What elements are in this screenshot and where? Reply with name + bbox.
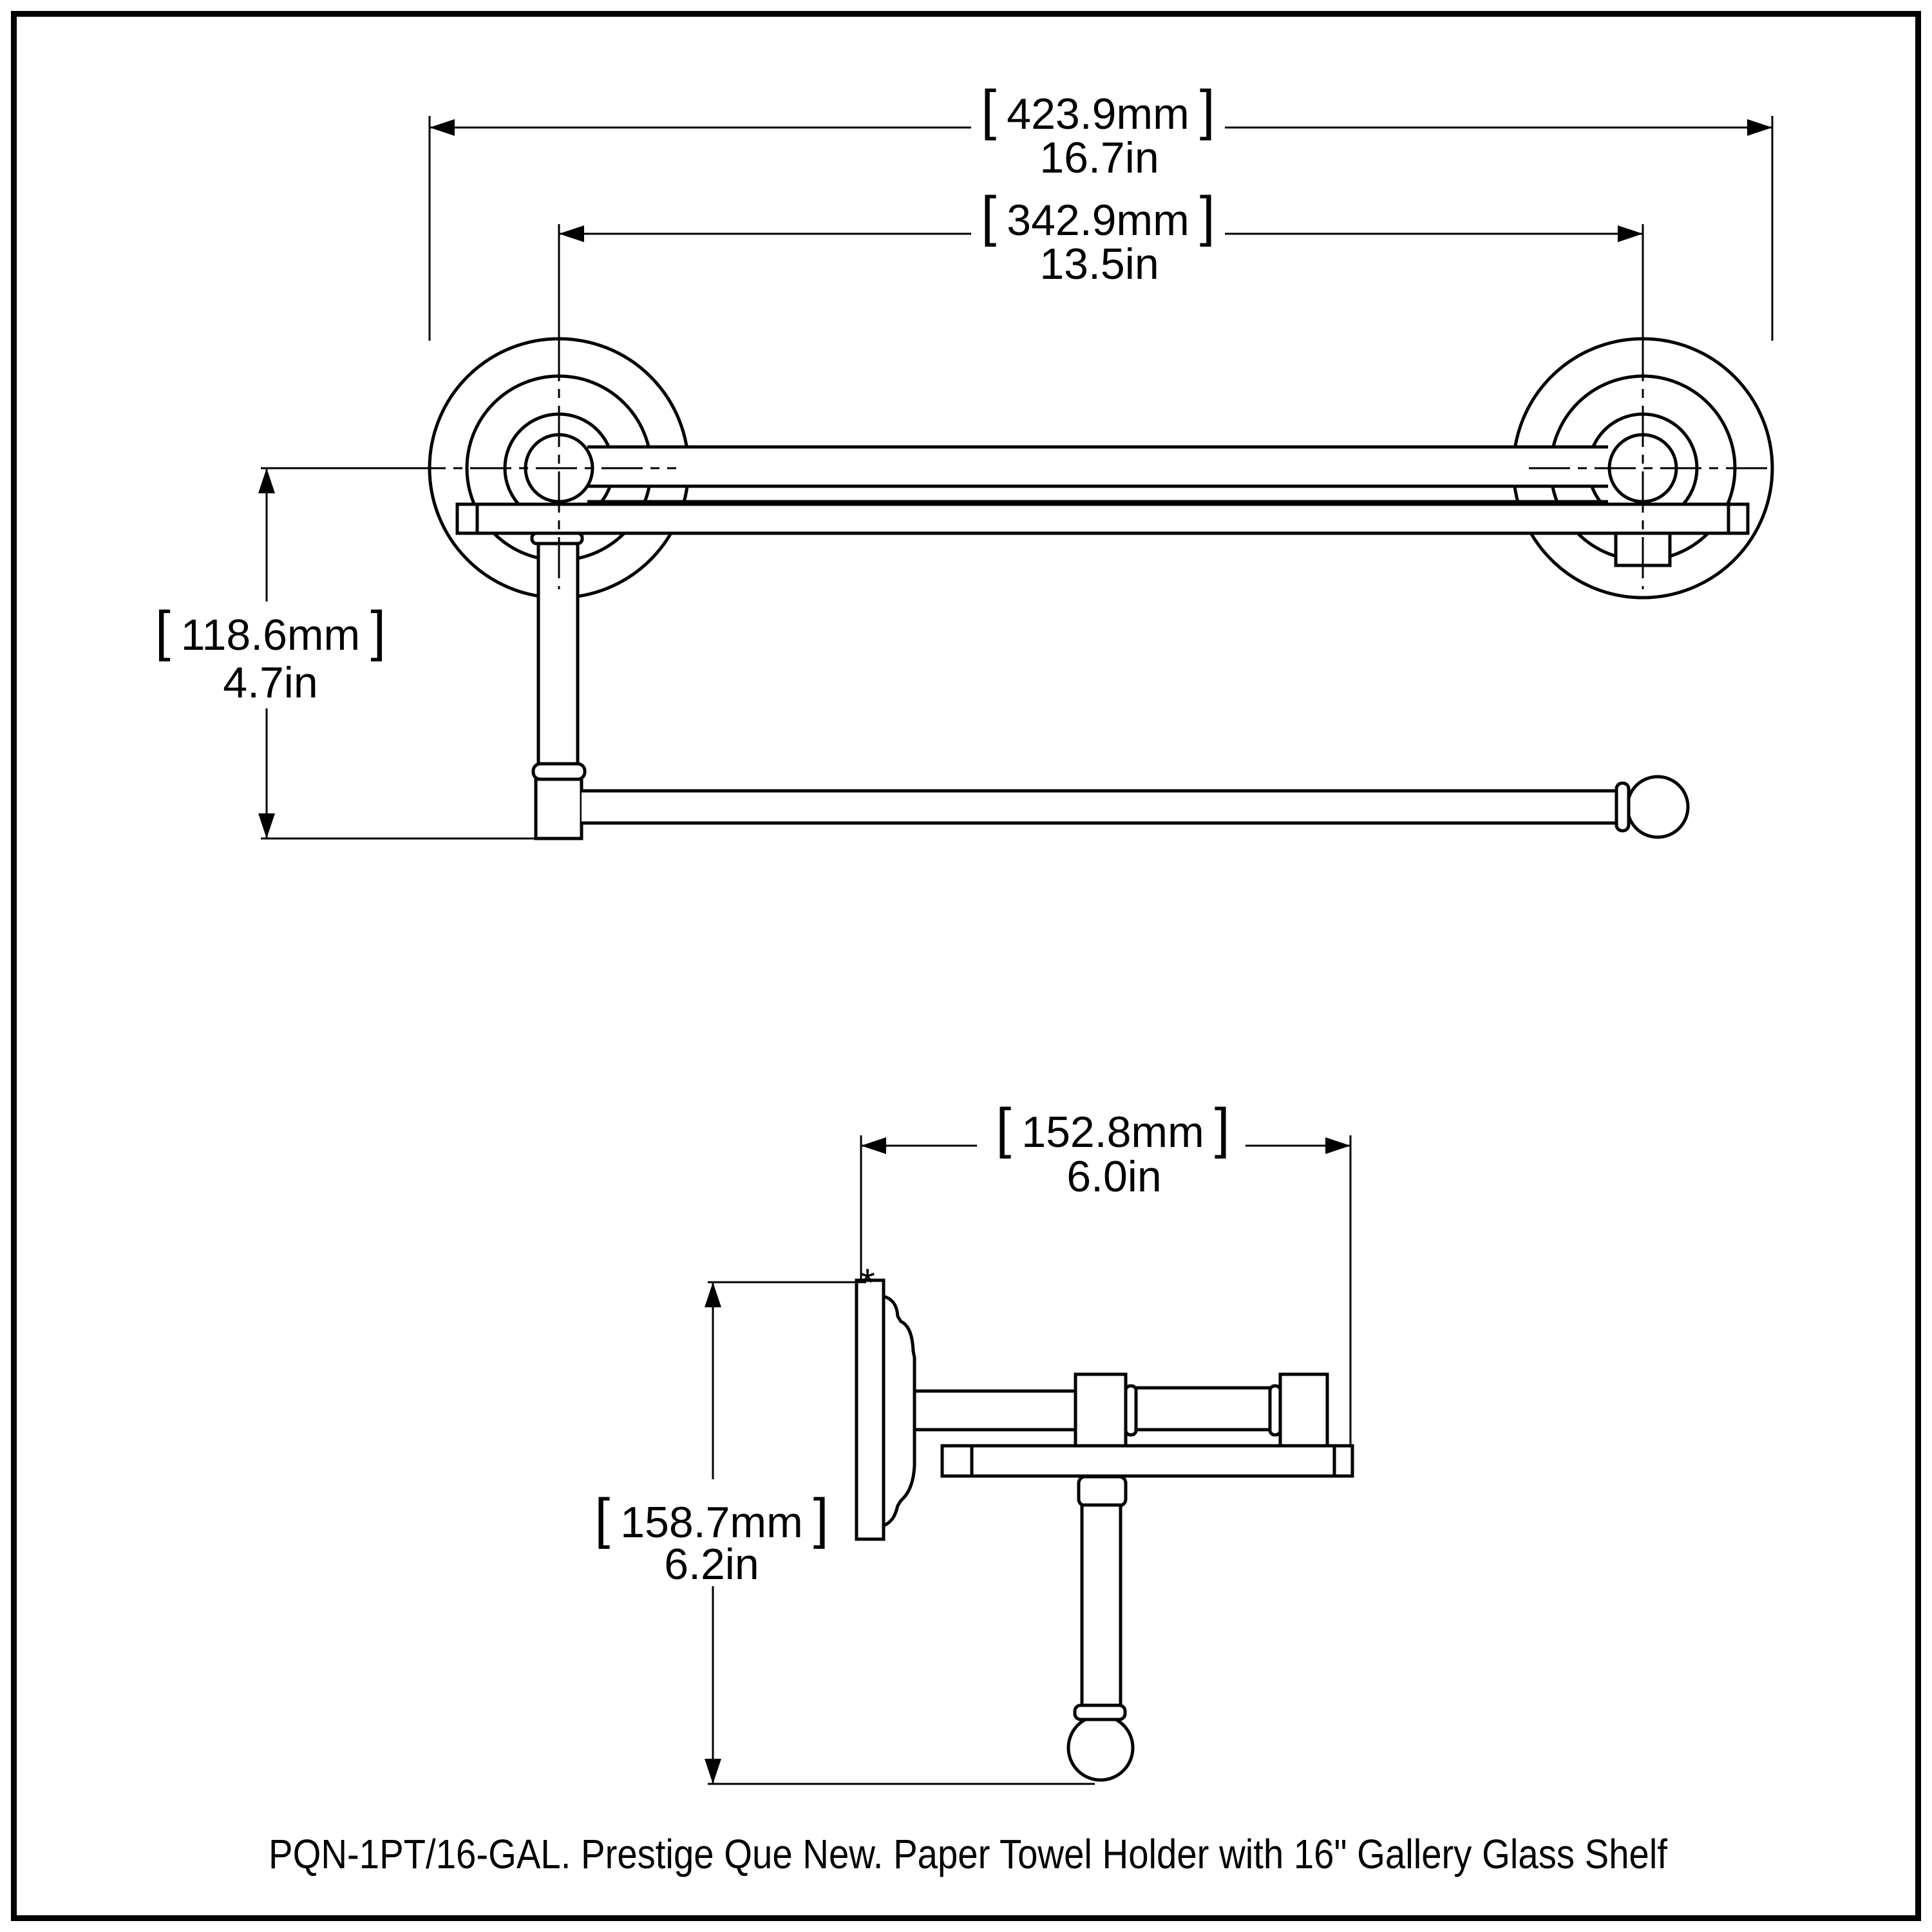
- ferrule: [534, 777, 583, 840]
- arrowhead-down: [258, 813, 275, 838]
- dim-depth-mm: [152.8mm]: [996, 1097, 1229, 1159]
- arrowhead-right: [1747, 119, 1772, 136]
- dim-overall-height-in: 6.2in: [664, 1540, 759, 1589]
- dimension-drop-height: [118.6mm] 4.7in: [155, 467, 537, 840]
- rail-arm-side: [912, 1389, 1077, 1432]
- dim-overall-height-mm: [158.7mm]: [594, 1488, 828, 1549]
- glass-shelf: [455, 502, 1750, 535]
- glass-shelf-edge: [940, 1444, 1354, 1478]
- paper-towel-holder-side: [1066, 1475, 1135, 1782]
- ball-finial-side: [1066, 1714, 1135, 1782]
- dim-post-spacing-mm: [342.9mm]: [981, 185, 1215, 247]
- roller-bar-body: [582, 791, 1618, 823]
- hanger-post-side: [1080, 1503, 1122, 1709]
- corner-asterisk-mark: *: [860, 1261, 875, 1304]
- dimension-post-spacing: [342.9mm] 13.5in: [558, 185, 1644, 340]
- ferrule-ring: [531, 762, 587, 781]
- dim-drop-height-mm: [118.6mm]: [155, 600, 386, 662]
- side-view-drawing: * [152.8mm] 6.0in [158.7mm] 6.2in: [594, 1097, 1354, 1785]
- post-top-collar-side: [1077, 1475, 1128, 1508]
- centerlines-front: [404, 340, 1767, 589]
- drawing-caption: PQN-1PT/16-GAL. Prestige Que New. Paper …: [269, 1831, 1667, 1877]
- gallery-rail-bar: [587, 445, 1608, 504]
- dim-depth-in: 6.0in: [1066, 1152, 1161, 1201]
- front-view-drawing: [423.9mm] 16.7in [342.9mm] 13.5in [118.6…: [155, 79, 1774, 840]
- front-post-block: [1074, 1372, 1128, 1451]
- rail-bar-side: [1134, 1386, 1272, 1432]
- dim-overall-width-in: 16.7in: [1039, 133, 1159, 182]
- rail-end-block: [1278, 1372, 1329, 1451]
- dim-post-spacing-in: 13.5in: [1039, 240, 1159, 289]
- dimension-overall-width: [423.9mm] 16.7in: [428, 79, 1774, 341]
- post-bottom-collar-side: [1073, 1703, 1127, 1721]
- arrowhead-down: [705, 1759, 721, 1784]
- arrowhead-left: [430, 119, 455, 136]
- rail-bar-body: [587, 447, 1608, 486]
- sheet-border: [11, 11, 1921, 1921]
- arrowhead-right: [1325, 1137, 1350, 1154]
- dimension-depth: [152.8mm] 6.0in: [860, 1097, 1352, 1444]
- paper-towel-holder-front: [530, 531, 1690, 840]
- arrowhead-up: [705, 1282, 721, 1307]
- arrowhead-left: [861, 1137, 886, 1154]
- arrowhead-left: [559, 225, 584, 242]
- glass-shelf-body: [455, 502, 1750, 535]
- arrowhead-up: [258, 468, 275, 493]
- post-top-collar: [530, 531, 584, 545]
- finial-ring: [1615, 781, 1631, 833]
- ball-finial: [1625, 775, 1690, 839]
- arrowhead-right: [1618, 225, 1643, 242]
- dim-overall-width-mm: [423.9mm]: [981, 79, 1215, 141]
- rosette-bell-profile: [882, 1294, 916, 1528]
- glass-shelf-side: [940, 1444, 1354, 1478]
- dim-drop-height-in: 4.7in: [223, 658, 317, 707]
- wall-plate-side: [855, 1278, 886, 1541]
- dimension-overall-height: [158.7mm] 6.2in: [594, 1281, 1095, 1785]
- rail-collar-left: [1124, 1384, 1138, 1437]
